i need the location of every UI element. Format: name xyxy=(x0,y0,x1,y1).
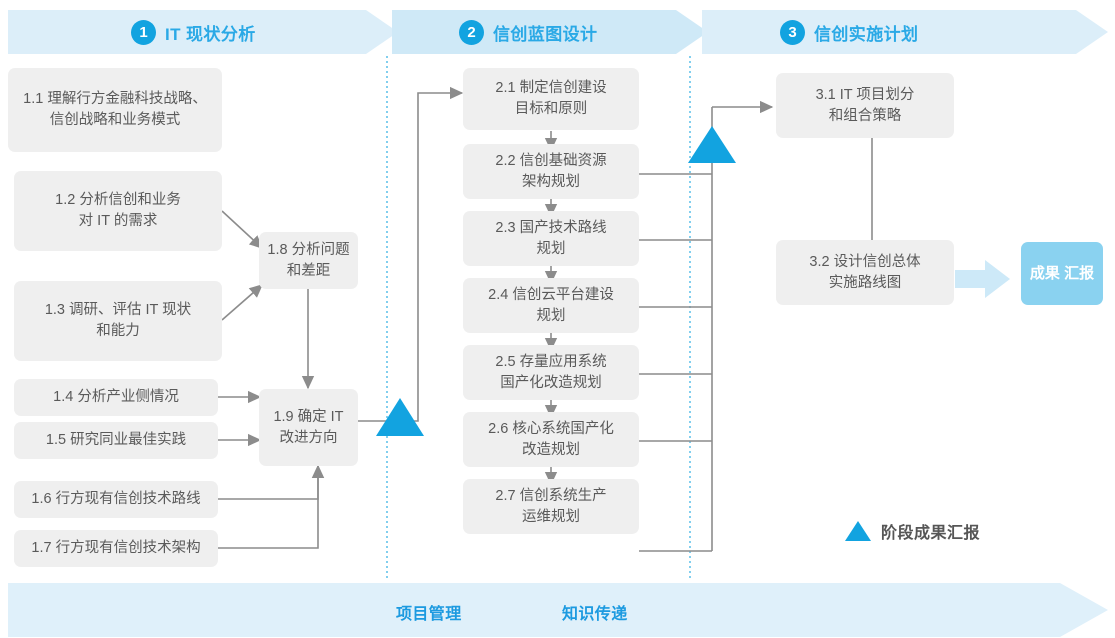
node-2-2[interactable]: 2.2 信创基础资源 架构规划 xyxy=(463,144,639,199)
node-1-7[interactable]: 1.7 行方现有信创技术架构 xyxy=(14,530,218,567)
node-1-5[interactable]: 1.5 研究同业最佳实践 xyxy=(14,422,218,459)
phase-title-3: 信创实施计划 xyxy=(814,24,919,44)
node-1-2-line-2: 对 IT 的需求 xyxy=(78,213,158,229)
node-1-8-line-1: 1.8 分析问题 xyxy=(267,241,350,258)
node-3-2-line-1: 3.2 设计信创总体 xyxy=(809,253,921,270)
node-3-1-line-2: 和组合策略 xyxy=(828,107,902,124)
phase-header-2[interactable]: 2 信创蓝图设计 xyxy=(459,10,597,54)
node-1-2[interactable]: 1.2 分析信创和业务 对 IT 的需求 xyxy=(14,171,222,251)
node-1-4-line-1: 1.4 分析产业侧情况 xyxy=(53,389,179,405)
node-1-9-line-1: 1.9 确定 IT xyxy=(273,408,344,425)
phase-number-3: 3 xyxy=(780,19,805,45)
phase-header-1[interactable]: 1 IT 现状分析 xyxy=(131,10,256,54)
node-2-4-line-2: 规划 xyxy=(536,307,566,324)
node-1-2-line-1: 1.2 分析信创和业务 xyxy=(55,192,181,208)
phase-number-2: 2 xyxy=(459,19,484,45)
node-2-5-line-2: 国产化改造规划 xyxy=(500,374,602,391)
triangle-icon xyxy=(845,521,871,541)
node-2-1[interactable]: 2.1 制定信创建设 目标和原则 xyxy=(463,68,639,130)
node-2-4-line-1: 2.4 信创云平台建设 xyxy=(488,286,614,303)
node-2-3[interactable]: 2.3 国产技术路线 规划 xyxy=(463,211,639,266)
node-1-7-line-1: 1.7 行方现有信创技术架构 xyxy=(31,540,201,556)
node-2-5[interactable]: 2.5 存量应用系统 国产化改造规划 xyxy=(463,345,639,400)
result-badge-line-2: 汇报 xyxy=(1064,265,1095,282)
node-3-1[interactable]: 3.1 IT 项目划分 和组合策略 xyxy=(776,73,954,138)
node-2-6-line-2: 改造规划 xyxy=(522,441,580,458)
phase-title-2: 信创蓝图设计 xyxy=(493,24,598,44)
node-2-4[interactable]: 2.4 信创云平台建设 规划 xyxy=(463,278,639,333)
node-1-1-line-1: 1.1 理解行方金融科技战略、 xyxy=(23,91,207,107)
node-2-5-line-1: 2.5 存量应用系统 xyxy=(495,353,607,370)
node-1-9-line-2: 改进方向 xyxy=(279,429,338,446)
node-1-5-line-1: 1.5 研究同业最佳实践 xyxy=(45,432,187,448)
node-2-7[interactable]: 2.7 信创系统生产 运维规划 xyxy=(463,479,639,534)
result-badge-line-1: 成果 xyxy=(1029,265,1060,282)
phase-header-3[interactable]: 3 信创实施计划 xyxy=(780,10,918,54)
node-1-1-line-2: 信创战略和业务模式 xyxy=(49,112,181,128)
node-1-1[interactable]: 1.1 理解行方金融科技战略、 信创战略和业务模式 xyxy=(8,68,222,152)
phase-band-1 xyxy=(8,10,398,54)
node-2-2-line-1: 2.2 信创基础资源 xyxy=(495,152,607,169)
node-1-6[interactable]: 1.6 行方现有信创技术路线 xyxy=(14,481,218,518)
node-2-3-line-2: 规划 xyxy=(536,240,566,257)
node-2-7-line-2: 运维规划 xyxy=(522,508,580,525)
node-2-7-line-1: 2.7 信创系统生产 xyxy=(495,487,607,504)
node-3-2[interactable]: 3.2 设计信创总体 实施路线图 xyxy=(776,240,954,305)
node-1-3-line-1: 1.3 调研、评估 IT 现状 xyxy=(44,302,192,318)
node-2-2-line-2: 架构规划 xyxy=(522,173,580,190)
node-2-1-line-1: 2.1 制定信创建设 xyxy=(495,80,607,96)
node-1-3[interactable]: 1.3 调研、评估 IT 现状 和能力 xyxy=(14,281,222,361)
node-1-8[interactable]: 1.8 分析问题 和差距 xyxy=(259,232,358,289)
phase-title-1: IT 现状分析 xyxy=(165,24,256,44)
node-2-3-line-1: 2.3 国产技术路线 xyxy=(495,219,607,236)
legend-milestone: 阶段成果汇报 xyxy=(845,519,980,543)
bottom-band xyxy=(8,583,1108,637)
node-3-1-line-1: 3.1 IT 项目划分 xyxy=(815,86,915,103)
bottom-band-label-knowledge-transfer[interactable]: 知识传递 xyxy=(562,606,628,623)
node-2-1-line-2: 目标和原则 xyxy=(514,101,588,117)
node-1-6-line-1: 1.6 行方现有信创技术路线 xyxy=(31,491,201,507)
phase-band-3 xyxy=(702,10,1108,54)
node-1-8-line-2: 和差距 xyxy=(286,262,331,279)
result-report-badge[interactable]: 成果 汇报 xyxy=(1021,242,1103,305)
node-1-3-line-2: 和能力 xyxy=(96,323,140,339)
legend-milestone-label: 阶段成果汇报 xyxy=(881,525,981,542)
node-1-9[interactable]: 1.9 确定 IT 改进方向 xyxy=(259,389,358,466)
node-1-4[interactable]: 1.4 分析产业侧情况 xyxy=(14,379,218,416)
node-3-2-line-2: 实施路线图 xyxy=(828,274,902,291)
node-2-6-line-1: 2.6 核心系统国产化 xyxy=(488,420,614,437)
phase-number-1: 1 xyxy=(131,19,156,45)
node-2-6[interactable]: 2.6 核心系统国产化 改造规划 xyxy=(463,412,639,467)
bottom-band-label-project-management[interactable]: 项目管理 xyxy=(396,606,462,623)
